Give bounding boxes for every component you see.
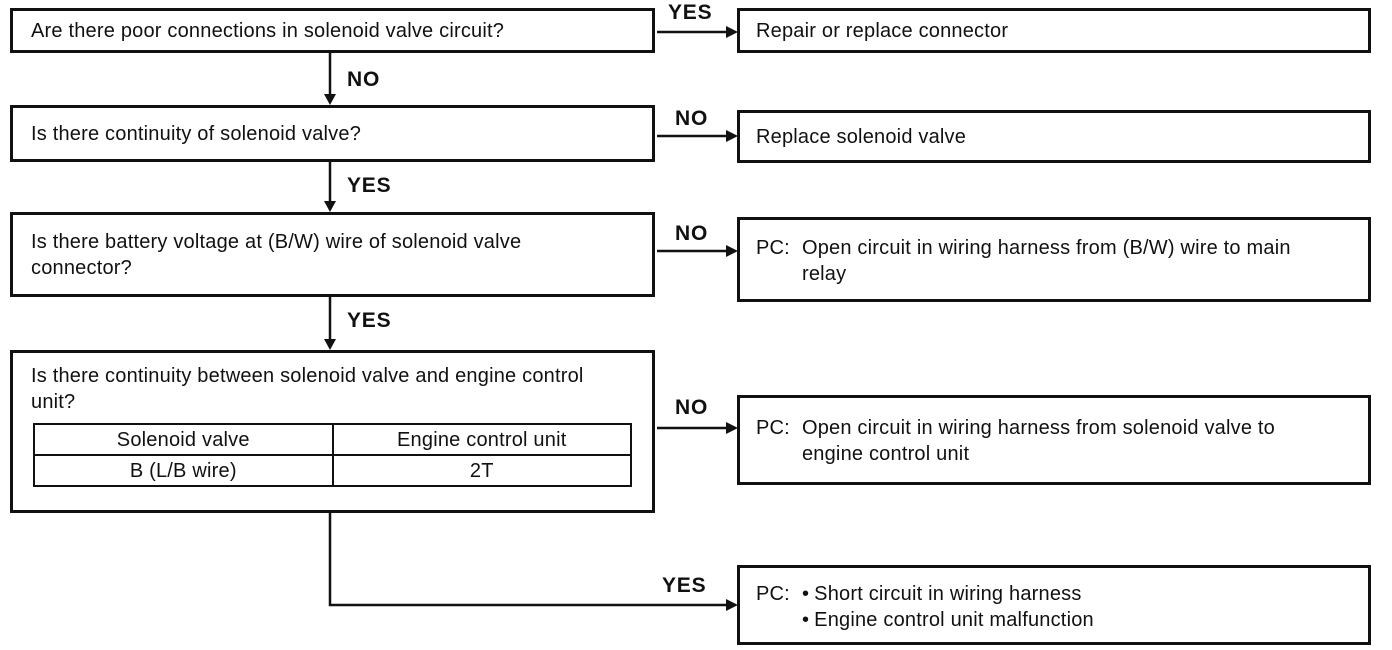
- result-box-repair-connector: Repair or replace connector: [737, 8, 1371, 53]
- result-box-open-circuit-engine-control-unit: PC: Open circuit in wiring harness from …: [737, 395, 1371, 485]
- arrowhead-q2-yes: [324, 201, 336, 212]
- question-text: Is there continuity of solenoid valve?: [31, 122, 362, 145]
- question-box-1: Are there poor connections in solenoid v…: [10, 8, 655, 53]
- question-box-3: Is there battery voltage at (B/W) wire o…: [10, 212, 655, 297]
- result-text: Open circuit in wiring harness from (B/W…: [801, 237, 1291, 285]
- edge-label-q1-yes: YES: [668, 1, 713, 24]
- edge-label-q1-no: NO: [347, 68, 381, 91]
- question-text: Are there poor connections in solenoid v…: [31, 19, 505, 42]
- pin-table-cell-solenoid-valve: B (L/B wire): [33, 454, 334, 487]
- pin-table-cell-engine-control-unit: 2T: [331, 454, 632, 487]
- pin-table-header-row: Solenoid valve Engine control unit: [33, 423, 632, 456]
- edge-label-q3-no: NO: [675, 222, 709, 245]
- result-box-replace-solenoid-valve: Replace solenoid valve: [737, 110, 1371, 163]
- edge-label-q4-no: NO: [675, 396, 709, 419]
- pc-prefix: PC:: [756, 237, 790, 259]
- result-bullet-list: Short circuit in wiring harness Engine c…: [802, 581, 1094, 633]
- edge-label-q4-yes: YES: [662, 574, 707, 597]
- pin-table-row: B (L/B wire) 2T: [33, 454, 632, 487]
- result-box-open-circuit-main-relay: PC: Open circuit in wiring harness from …: [737, 217, 1371, 302]
- pc-prefix: PC:: [756, 583, 790, 605]
- arrowhead-q3-yes: [324, 339, 336, 350]
- result-bullet-item: Engine control unit malfunction: [802, 607, 1094, 633]
- edge-label-q2-no: NO: [675, 107, 709, 130]
- result-text: Replace solenoid valve: [756, 125, 967, 148]
- question-box-4: Is there continuity between solenoid val…: [10, 350, 655, 513]
- result-text: Open circuit in wiring harness from sole…: [801, 417, 1275, 465]
- question-text: Is there battery voltage at (B/W) wire o…: [31, 230, 522, 279]
- question-box-2: Is there continuity of solenoid valve?: [10, 105, 655, 162]
- result-bullet-item: Short circuit in wiring harness: [802, 581, 1094, 607]
- pin-table-header-engine-control-unit: Engine control unit: [331, 423, 632, 456]
- pin-table-header-solenoid-valve: Solenoid valve: [33, 423, 334, 456]
- result-box-short-circuit-or-ecu-malfunction: PC: Short circuit in wiring harness Engi…: [737, 565, 1371, 645]
- question-text: Is there continuity between solenoid val…: [31, 365, 584, 413]
- result-text: Repair or replace connector: [756, 19, 1009, 42]
- arrowhead-q1-no: [324, 94, 336, 105]
- pin-table: Solenoid valve Engine control unit B (L/…: [33, 423, 632, 487]
- edge-label-q2-yes: YES: [347, 174, 392, 197]
- pc-prefix: PC:: [756, 417, 790, 439]
- edge-label-q3-yes: YES: [347, 309, 392, 332]
